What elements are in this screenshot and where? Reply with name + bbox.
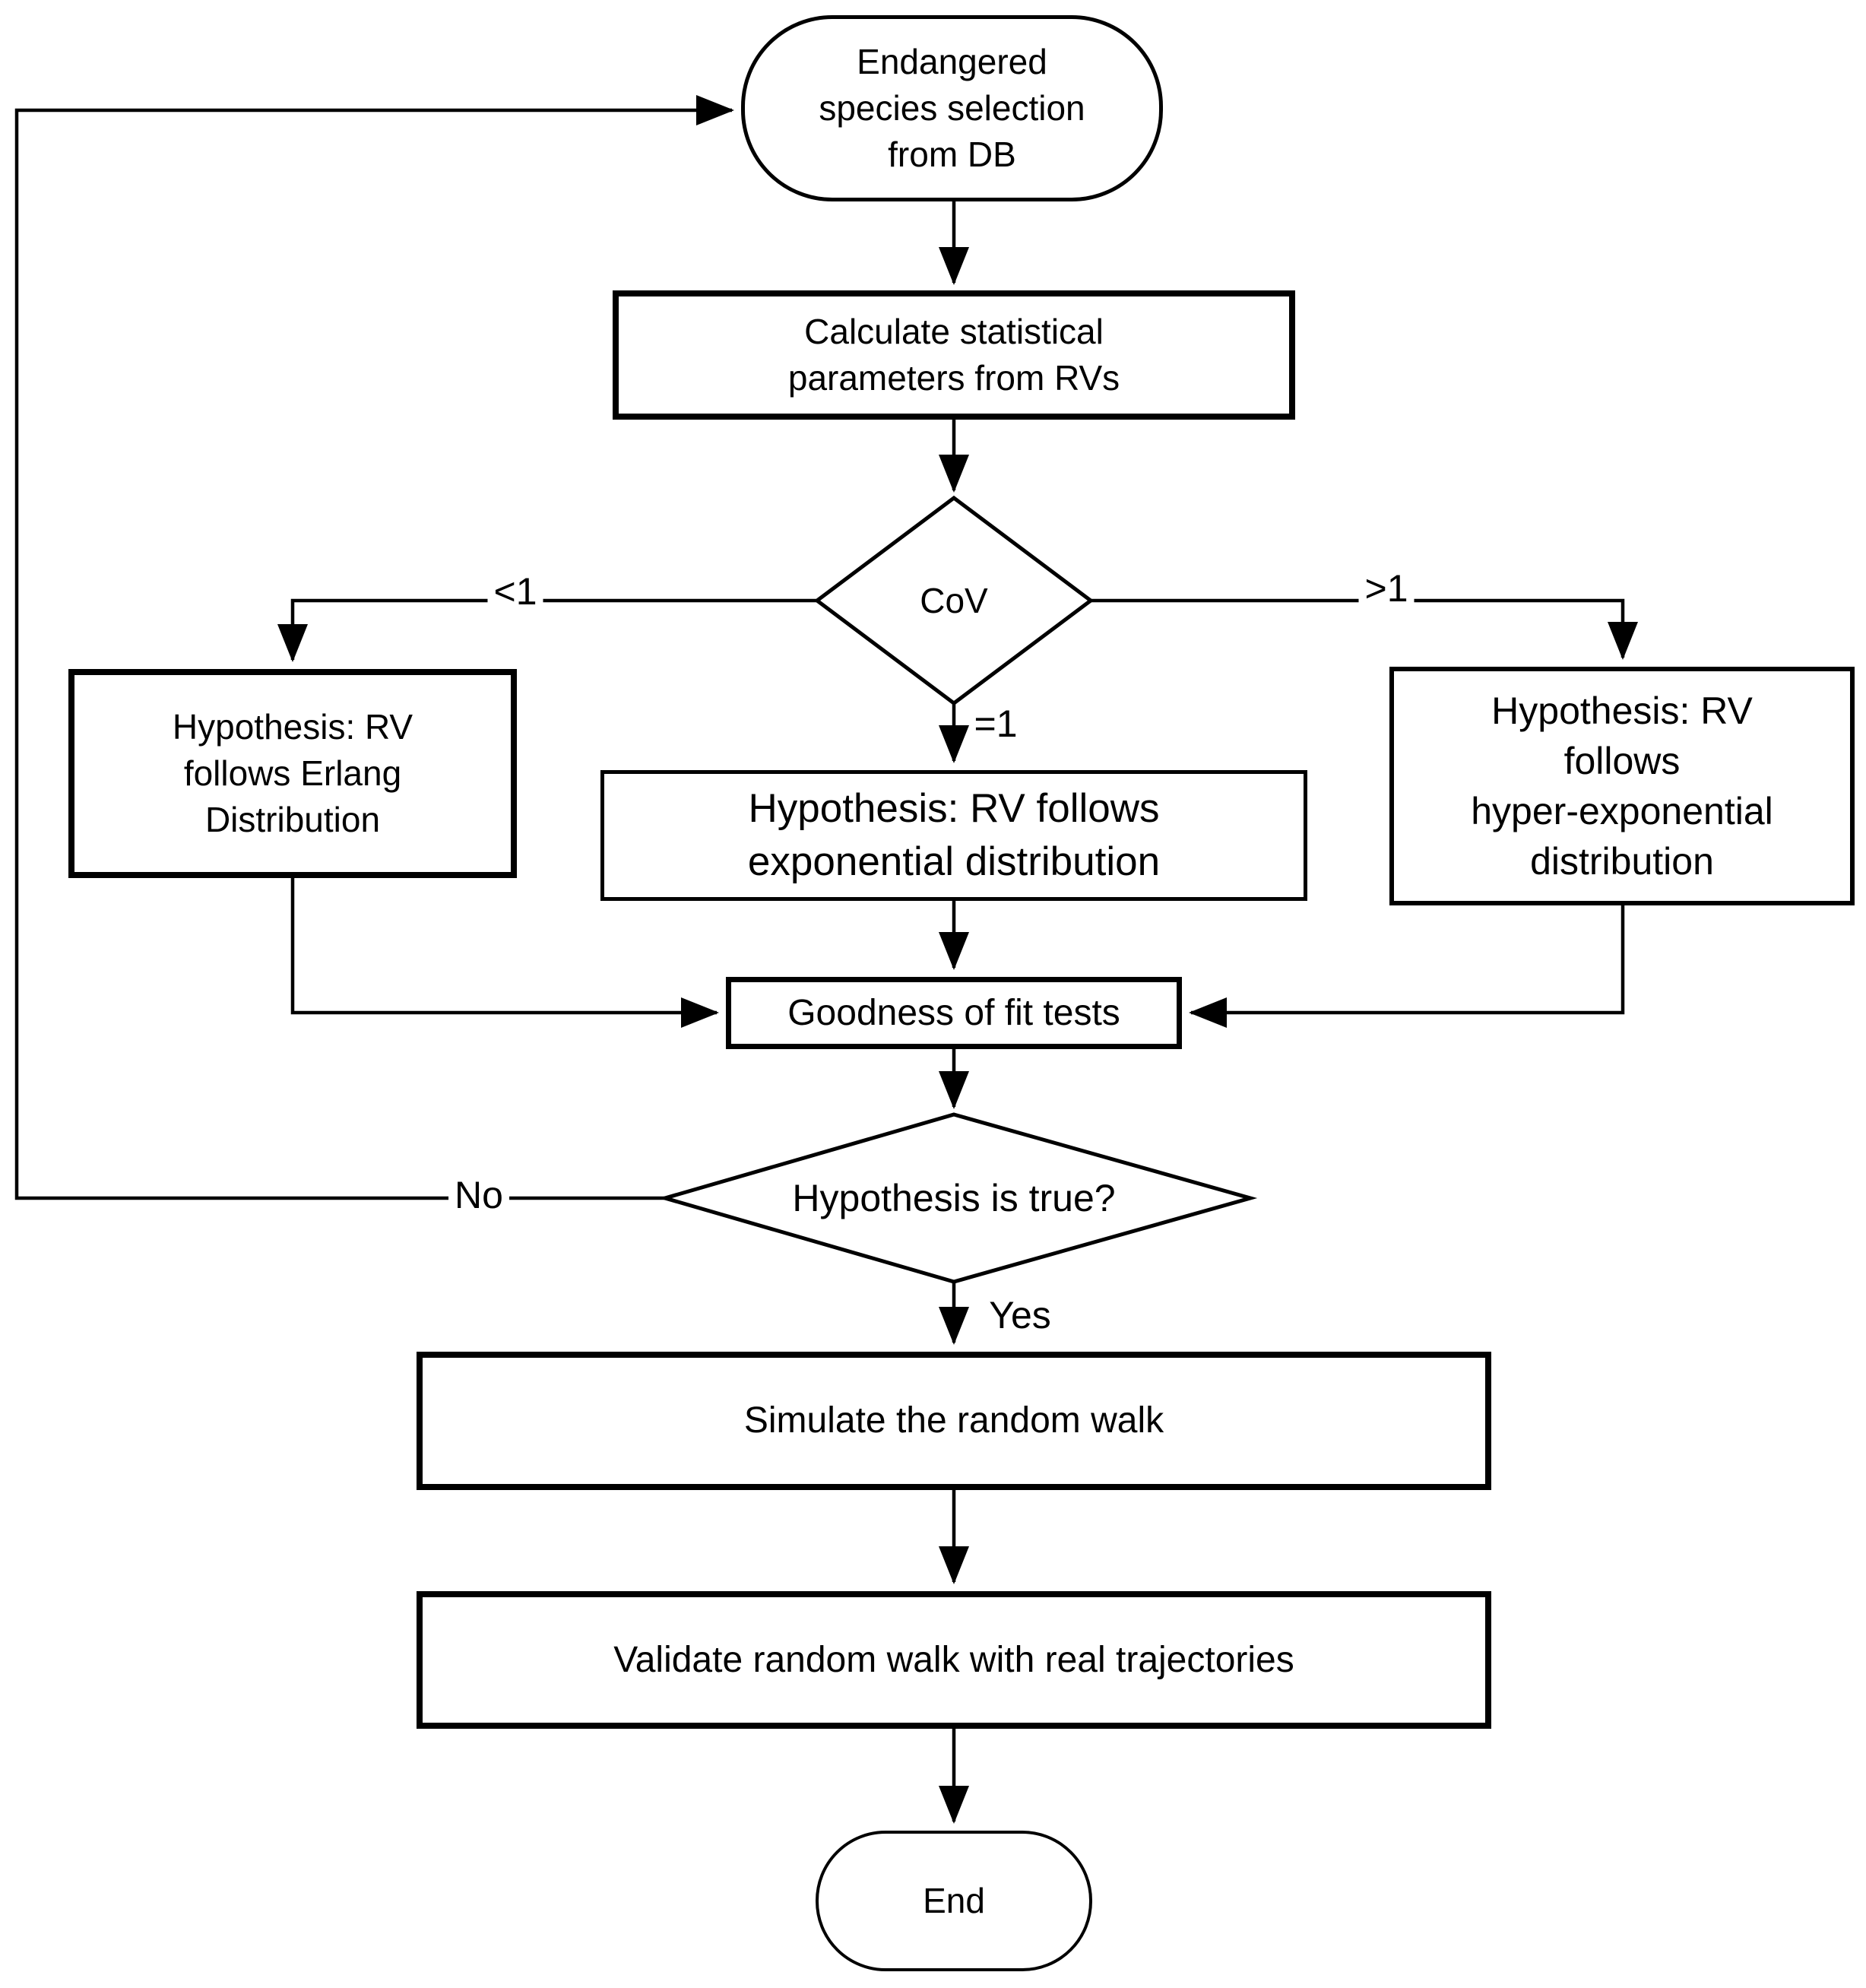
node-hypothesis-exponential: Hypothesis: RV follows exponential distr… [600,770,1307,901]
edge-label-greater-than-1: >1 [1358,568,1415,609]
node-simulate-random-walk: Simulate the random walk [417,1352,1491,1490]
edge-label-equal-1: =1 [971,703,1021,744]
edge-label-no: No [448,1175,509,1216]
decision-cov-label: CoV [920,581,988,620]
decision-hypothesis-true-diamond [658,1112,1258,1284]
decision-cov-diamond [813,495,1095,706]
node-calculate-parameters: Calculate statistical parameters from RV… [613,290,1295,420]
node-end-terminator: End [816,1831,1092,1971]
edge-label-less-than-1: <1 [487,571,543,612]
edge-label-yes: Yes [983,1295,1057,1336]
edge-cov-to-hyper [1091,598,1638,660]
node-hypothesis-hyper-exponential: Hypothesis: RV follows hyper-exponential… [1389,667,1855,905]
node-validate-random-walk: Validate random walk with real trajector… [417,1591,1491,1729]
node-start-terminator: Endangered species selection from DB [741,15,1163,201]
node-goodness-of-fit: Goodness of fit tests [726,977,1182,1049]
edge-hyper-to-goodness [1189,905,1625,1028]
edge-cov-to-erlang [277,598,817,662]
decision-hypothesis-true-label: Hypothesis is true? [792,1177,1116,1219]
node-hypothesis-erlang: Hypothesis: RV follows Erlang Distributi… [68,669,517,878]
edge-no-loop-to-start [14,95,734,1200]
edge-erlang-to-goodness [290,878,719,1028]
